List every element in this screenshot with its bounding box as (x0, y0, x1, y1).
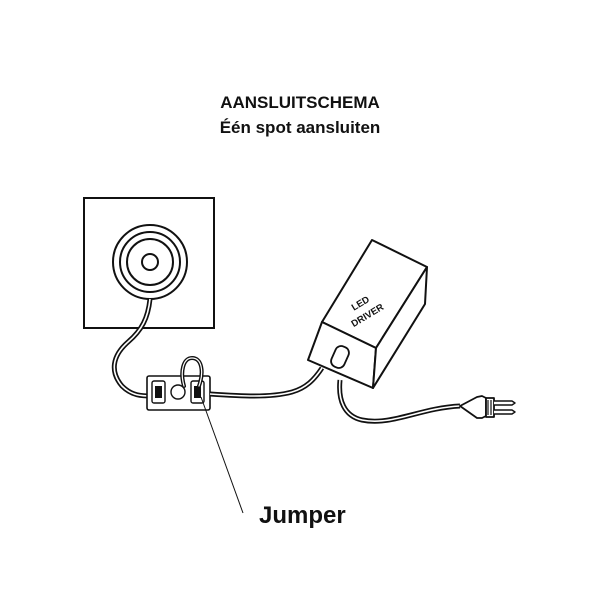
led-driver (307, 239, 428, 389)
jumper-callout-line (200, 396, 244, 514)
driver-cable (209, 366, 325, 399)
mains-cable (337, 379, 461, 424)
diagram-title: AANSLUITSCHEMA (220, 93, 380, 112)
led-spot (112, 224, 188, 300)
spot-cable (111, 298, 153, 399)
power-plug (459, 395, 516, 419)
connector-block (146, 375, 211, 411)
diagram-subtitle: Één spot aansluiten (219, 118, 381, 137)
jumper-label: Jumper (259, 502, 346, 529)
jumper-wire (180, 355, 204, 388)
